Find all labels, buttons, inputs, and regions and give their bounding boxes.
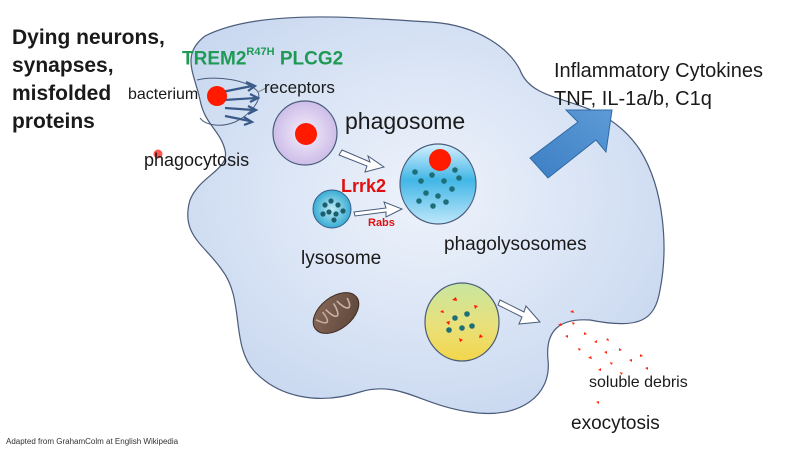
phagolysosome-particle: [429, 149, 451, 171]
phagolysosome-enzymes: [412, 167, 462, 209]
arrow-icon-phagosome: [338, 149, 386, 173]
stimulus-line-2: synapses,: [12, 54, 114, 77]
receptors-pointer: [257, 87, 267, 93]
stimulus-heading: Dying neurons, synapses, misfolded prote…: [12, 24, 165, 136]
soluble-debris-particles: [558, 310, 648, 404]
lysosome-vesicle: [312, 189, 352, 229]
trem2-name: TREM2: [182, 48, 247, 70]
bacterium-label: bacterium: [128, 86, 199, 103]
phagocytosis-marker: [153, 149, 163, 159]
lysosome-label: lysosome: [301, 248, 382, 269]
phagocytic-cup: [196, 77, 260, 126]
rabs-label: Rabs: [368, 217, 395, 229]
stimulus-line-3: misfolded: [12, 82, 112, 105]
attribution-credit: Adapted from GrahamColm at English Wikip…: [6, 437, 179, 446]
arrow-icon-exocytosis: [497, 299, 542, 325]
cytokine-arrow-icon: [529, 109, 613, 179]
phagosome-label: phagosome: [345, 108, 466, 134]
exocytic-debris: [440, 297, 483, 342]
plcg2-name: PLCG2: [279, 48, 344, 70]
exocytic-vesicle: [424, 282, 500, 362]
arrow-icon-lysosome: [353, 201, 404, 218]
receptor-icon: [221, 80, 261, 127]
trem2-plcg2-label: TREM2R47H PLCG2: [182, 46, 344, 70]
phagocytosis-label: phagocytosis: [144, 150, 250, 170]
phagolysosome-vesicle: [399, 143, 477, 225]
exocytosis-label: exocytosis: [571, 413, 660, 434]
soluble-debris-label: soluble debris: [589, 374, 688, 391]
phagosome-particle: [295, 123, 317, 145]
receptors-label: receptors: [264, 78, 335, 97]
lrrk2-label: Lrrk2: [341, 176, 387, 196]
phagolysosomes-label: phagolysosomes: [444, 234, 587, 255]
cytokines-list: TNF, IL-1a/b, C1q: [554, 88, 712, 110]
stimulus-line-4: proteins: [12, 110, 95, 133]
mitochondrion-icon: [312, 292, 360, 334]
bacterium-icon: [207, 86, 227, 106]
lysosome-enzymes: [320, 198, 346, 223]
trem2-variant: R47H: [246, 46, 275, 58]
stimulus-line-1: Dying neurons,: [12, 26, 165, 49]
cytokines-title: Inflammatory Cytokines: [554, 60, 763, 82]
